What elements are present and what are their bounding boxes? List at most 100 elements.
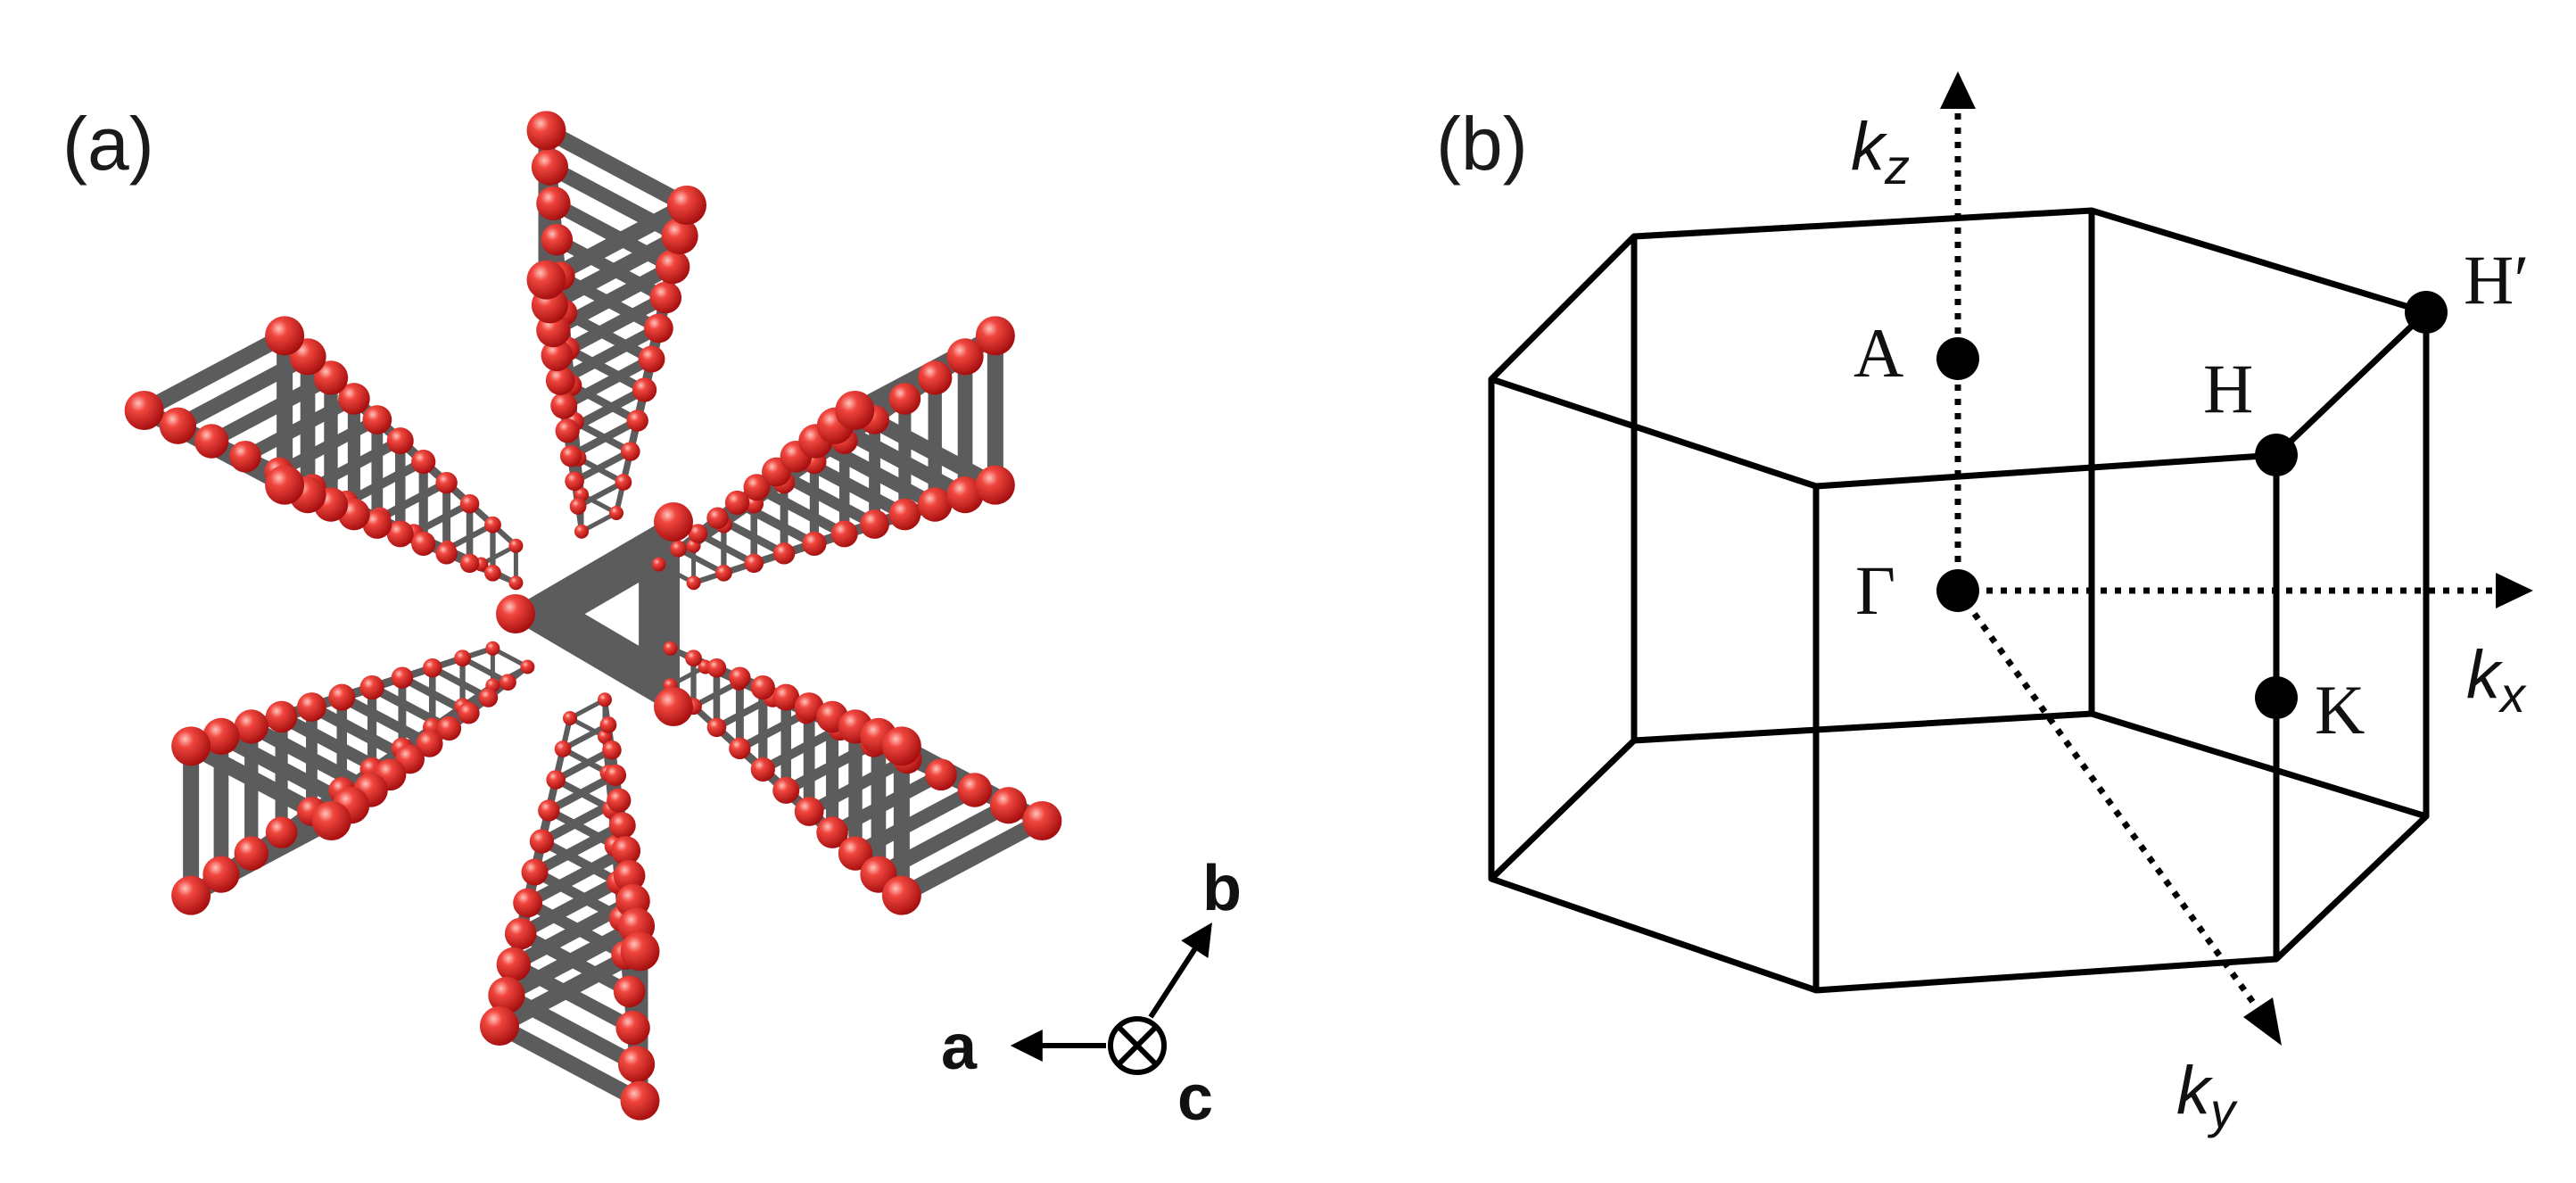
atom xyxy=(975,465,1015,505)
atom xyxy=(816,816,848,848)
atom xyxy=(508,538,524,553)
atom xyxy=(772,683,800,711)
atom xyxy=(724,490,750,516)
atom xyxy=(715,564,732,582)
atom xyxy=(663,641,678,656)
atom xyxy=(541,223,574,256)
atom xyxy=(613,859,646,892)
atom xyxy=(496,947,531,982)
bond xyxy=(563,344,649,395)
panel-a-label: (a) xyxy=(62,102,154,186)
atom xyxy=(554,740,572,757)
atom xyxy=(599,716,617,733)
atom xyxy=(975,316,1015,356)
atom xyxy=(171,875,211,915)
bond xyxy=(566,565,652,621)
bond xyxy=(554,322,665,386)
bond xyxy=(893,813,1051,904)
atom xyxy=(574,524,589,539)
atom xyxy=(957,773,993,807)
atom xyxy=(598,692,612,707)
atom xyxy=(538,799,560,822)
atom xyxy=(485,641,500,656)
atom xyxy=(202,856,240,893)
c-axis-cross-stroke xyxy=(1116,1024,1159,1067)
atom xyxy=(946,476,984,514)
atom xyxy=(454,649,471,667)
atom xyxy=(386,427,414,455)
atom xyxy=(569,498,587,515)
atom xyxy=(416,730,443,757)
ky-axis-line xyxy=(1955,588,2273,1029)
bond xyxy=(376,478,451,523)
bond xyxy=(546,196,680,274)
atom xyxy=(436,716,462,741)
crystal-structure xyxy=(124,111,1062,1121)
atom xyxy=(555,418,580,443)
atom xyxy=(386,520,414,548)
atom xyxy=(615,1010,650,1046)
atom xyxy=(644,313,673,343)
atom xyxy=(620,1080,660,1121)
bond xyxy=(571,418,634,455)
bond xyxy=(552,746,615,783)
point-H-marker xyxy=(2255,434,2298,476)
bond xyxy=(848,782,982,861)
atom xyxy=(265,316,305,356)
atom xyxy=(529,829,555,854)
atom xyxy=(794,797,824,826)
bond xyxy=(507,957,640,1035)
atom xyxy=(488,976,525,1014)
atom xyxy=(918,360,953,395)
bond xyxy=(204,370,338,449)
atom xyxy=(617,1046,656,1083)
atom xyxy=(661,217,698,255)
atom xyxy=(744,553,764,574)
atom xyxy=(545,366,575,395)
atom xyxy=(229,440,261,473)
bond xyxy=(529,866,628,924)
atom xyxy=(772,776,800,804)
point-K-marker xyxy=(2255,676,2298,719)
atom xyxy=(888,498,921,531)
atom xyxy=(435,471,458,494)
atom xyxy=(536,186,571,221)
atom xyxy=(563,711,577,725)
bond xyxy=(735,708,811,753)
atom xyxy=(265,816,298,848)
atom xyxy=(513,888,542,918)
atom xyxy=(611,836,641,865)
bond xyxy=(170,349,316,434)
atom xyxy=(729,737,751,760)
b-axis-label: b xyxy=(1202,853,1242,924)
a-axis-label: a xyxy=(941,1012,978,1083)
bz-bottom-face xyxy=(1488,710,2430,994)
atom xyxy=(546,770,566,790)
atom xyxy=(688,524,708,543)
kz-axis-label: kz xyxy=(1851,109,1910,194)
atom xyxy=(750,757,775,782)
bond-network xyxy=(136,122,1051,1109)
atom xyxy=(925,758,957,791)
atom xyxy=(159,407,197,444)
atom xyxy=(265,465,305,505)
atom xyxy=(508,575,524,591)
c-axis-label: c xyxy=(1177,1063,1213,1134)
atom xyxy=(194,424,229,459)
atom xyxy=(706,717,727,738)
atom xyxy=(171,726,211,766)
atom xyxy=(422,658,442,678)
atom xyxy=(411,450,436,475)
bond xyxy=(459,655,511,685)
atom xyxy=(526,260,566,300)
atom xyxy=(613,975,646,1008)
atom xyxy=(656,249,690,285)
bond xyxy=(514,927,636,998)
atom xyxy=(620,931,660,972)
bond xyxy=(537,836,623,887)
bond xyxy=(675,546,727,576)
high-symmetry-points xyxy=(1936,291,2448,719)
bond xyxy=(529,820,628,878)
bond xyxy=(566,608,652,664)
atom xyxy=(654,687,693,726)
